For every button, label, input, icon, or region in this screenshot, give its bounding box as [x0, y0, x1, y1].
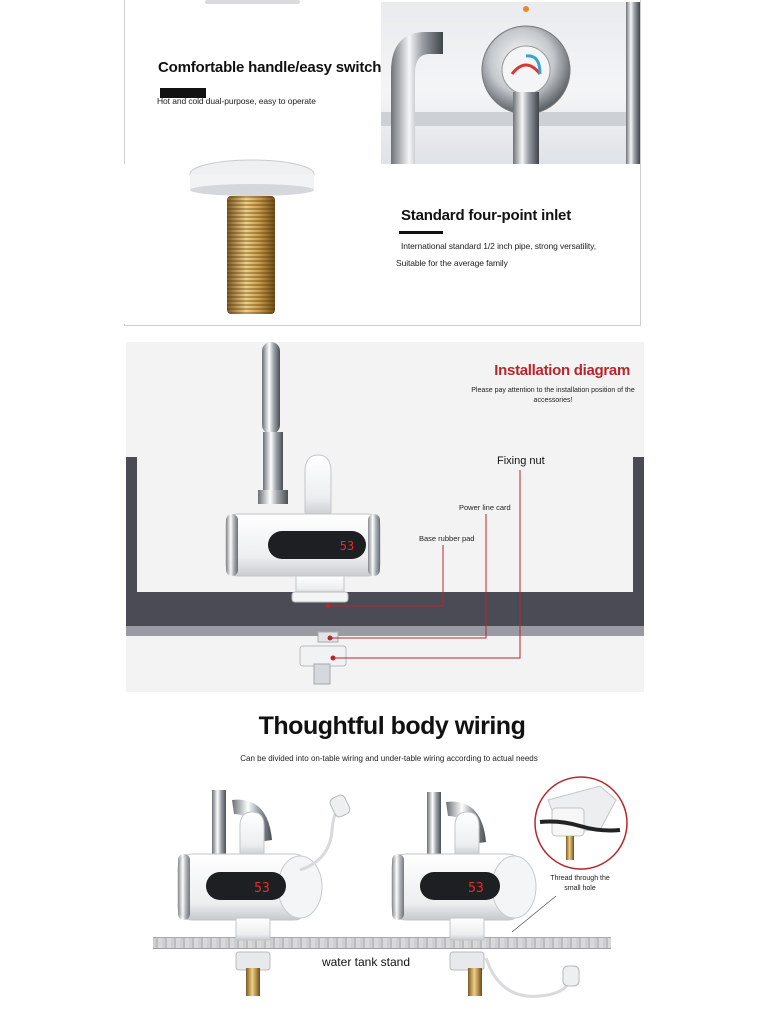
wiring-display-reading-left: 53 [254, 881, 270, 896]
title-underline [399, 231, 443, 234]
handle-description: Hot and cold dual-purpose, easy to opera… [157, 96, 316, 106]
counter-wall-right [633, 457, 644, 597]
handle-title: Comfortable handle/easy switch [158, 59, 382, 76]
counter-edge [126, 626, 644, 636]
display-reading: 53 [340, 539, 354, 553]
installation-note: Please pay attention to the installation… [471, 387, 635, 404]
handle-photo [381, 2, 640, 164]
label-power-line-card: Power line card [459, 503, 511, 512]
inlet-photo [124, 159, 381, 324]
inlet-title: Standard four-point inlet [401, 207, 571, 224]
wiring-description: Can be divided into on-table wiring and … [240, 754, 538, 763]
faucet-under-table [391, 792, 580, 998]
installation-title: Installation diagram [494, 362, 630, 379]
counter-top [126, 592, 644, 626]
wiring-display-reading-right: 53 [468, 881, 484, 896]
inlet-description-line1: International standard 1/2 inch pipe, st… [401, 241, 596, 251]
faucet-on-table [177, 790, 351, 996]
wiring-title: Thoughtful body wiring [258, 712, 526, 740]
handle-illustration [381, 2, 640, 164]
label-base-rubber-pad: Base rubber pad [419, 534, 475, 543]
faucet-top-sliver-image [205, 0, 300, 4]
thread-hole-label: Thread through the small hole [550, 875, 610, 892]
label-fixing-nut: Fixing nut [497, 455, 545, 467]
counter-wall-left [126, 457, 137, 597]
zoom-detail-circle [534, 776, 628, 870]
tank-stand-label: water tank stand [321, 955, 411, 969]
black-bar [160, 88, 206, 98]
inlet-description-line2: Suitable for the average family [396, 258, 508, 268]
threaded-inlet-illustration [189, 159, 315, 314]
